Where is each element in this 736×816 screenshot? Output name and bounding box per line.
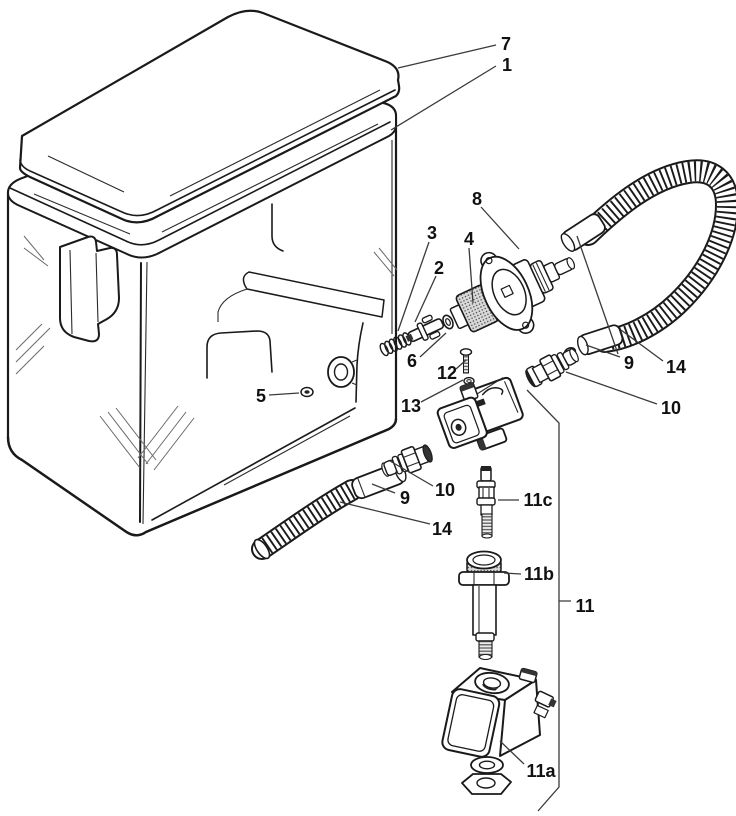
- outlet-fitting-8: [479, 251, 576, 334]
- tank-outlet-boss: [327, 356, 358, 388]
- coil-lug: [534, 690, 557, 708]
- callout-8: 8: [472, 189, 482, 209]
- callout-1: 1: [502, 55, 512, 75]
- callout-11a: 11a: [526, 761, 556, 781]
- callout-10r: 10: [661, 398, 681, 418]
- bracket-11: [526, 389, 571, 812]
- callout-11b: 11b: [524, 564, 554, 584]
- guide-tube-11b: [458, 550, 510, 661]
- callout-14r: 14: [666, 357, 686, 377]
- valve-stem-2: [405, 314, 445, 343]
- callout-11: 11: [575, 596, 594, 616]
- callout-6: 6: [407, 351, 417, 371]
- screw-12: [459, 348, 473, 374]
- hose-right-14: [560, 159, 736, 356]
- callout-7: 7: [501, 34, 511, 54]
- callout-10l: 10: [435, 480, 455, 500]
- callout-5: 5: [256, 386, 266, 406]
- coil-washer: [470, 756, 504, 774]
- callout-13: 13: [401, 396, 421, 416]
- callout-12: 12: [437, 363, 457, 383]
- callout-9r: 9: [624, 353, 634, 373]
- valve-body: [436, 376, 524, 451]
- fitting-10-right: [525, 348, 579, 388]
- callout-2: 2: [434, 258, 444, 278]
- reflection-hatching: [15, 235, 398, 471]
- callout-3: 3: [427, 223, 437, 243]
- tank-handle: [59, 235, 120, 343]
- coil-terminal: [518, 667, 538, 684]
- callout-11c: 11c: [523, 490, 552, 510]
- coil-nut: [461, 773, 512, 795]
- callout-9l: 9: [400, 488, 410, 508]
- tank-lid: [18, 9, 401, 224]
- plunger-11c: [476, 466, 496, 539]
- seal-ring-6: [442, 314, 454, 330]
- hose-sleeve-9-top: [560, 213, 606, 252]
- coil-11a: [441, 667, 557, 758]
- callout-4: 4: [464, 229, 474, 249]
- callout-14l: 14: [432, 519, 452, 539]
- grommet-5: [300, 386, 314, 398]
- fitting-10-left: [381, 444, 433, 477]
- leader-lines: [268, 44, 664, 765]
